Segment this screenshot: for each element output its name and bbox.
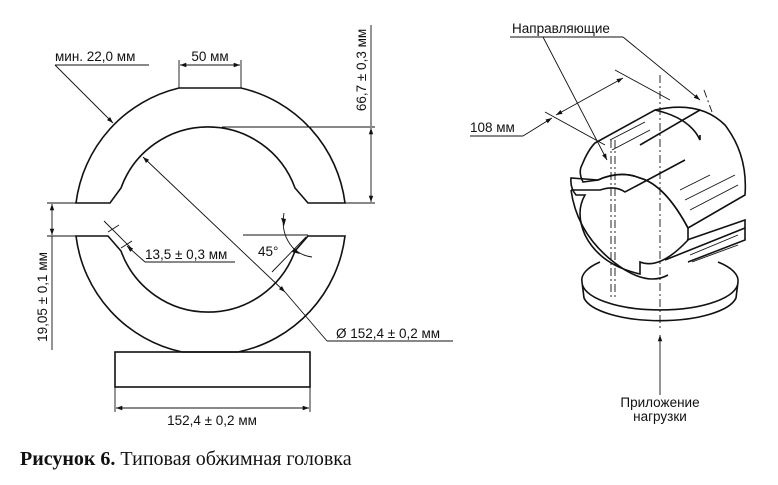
- base-plate: [114, 351, 311, 388]
- front-c-face: [570, 173, 689, 276]
- base-width-label: 152,4 ± 0,2 мм: [167, 413, 257, 428]
- min-thickness-label: мин. 22,0 мм: [55, 49, 135, 64]
- upper-half-ring: [75, 87, 346, 204]
- half-height-label: 66,7 ± 0,3 мм: [354, 29, 369, 111]
- figure-caption: Рисунок 6. Типовая обжимная головка: [20, 448, 352, 471]
- load-label-line2: нагрузки: [633, 409, 687, 424]
- isometric-view: Направляющие 108 мм Приложение нагрузки: [470, 21, 747, 424]
- flat-width-label: 50 мм: [191, 49, 228, 64]
- load-label-line1: Приложение: [620, 395, 699, 410]
- base-disc: [581, 281, 739, 322]
- gap-label: 19,05 ± 0,1 мм: [35, 252, 50, 342]
- length-label: 108 мм: [470, 120, 515, 135]
- chamfer-label: 13,5 ± 0,3 мм: [145, 247, 227, 262]
- angle-label: 45°: [258, 244, 278, 259]
- inner-diameter-label: Ø 152,4 ± 0,2 мм: [336, 326, 440, 341]
- guides-label: Направляющие: [512, 21, 610, 36]
- upper-ring: [579, 106, 747, 230]
- figure-title: Типовая обжимная головка: [115, 448, 352, 470]
- figure-number: Рисунок 6.: [20, 448, 116, 470]
- front-view: мин. 22,0 мм 50 мм 66,7 ± 0,3 мм 19,05 ±…: [35, 25, 453, 428]
- lower-half-ring: [75, 235, 346, 353]
